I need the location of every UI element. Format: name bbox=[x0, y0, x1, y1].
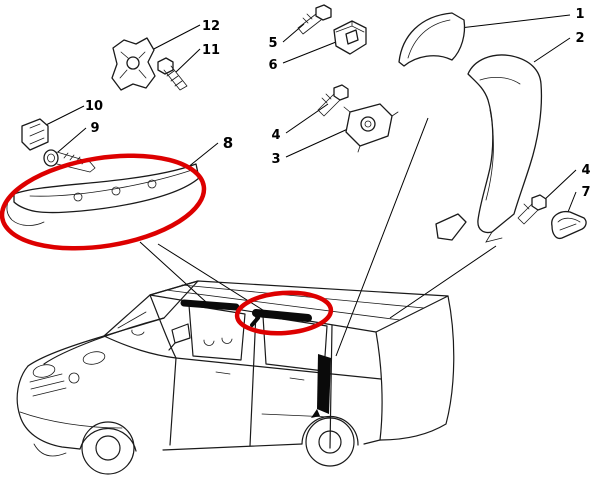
part-clipnut-3 bbox=[343, 103, 399, 153]
callout-9: 9 bbox=[90, 121, 99, 136]
van-drawing bbox=[16, 280, 455, 475]
highlight-part-8 bbox=[0, 153, 207, 251]
highlight-roof-trim bbox=[234, 290, 334, 336]
callout-12: 12 bbox=[202, 19, 220, 34]
part-screw-9 bbox=[43, 149, 96, 173]
callout-7: 7 bbox=[581, 185, 590, 200]
part-bolt-4-right bbox=[517, 194, 547, 225]
part-clip-10 bbox=[21, 118, 49, 151]
highlight-ellipses bbox=[0, 153, 334, 336]
callout-6: 6 bbox=[268, 58, 277, 73]
part-bolt-11 bbox=[157, 57, 188, 91]
callout-1: 1 bbox=[575, 7, 584, 22]
leader-lines bbox=[41, 14, 577, 357]
van-roof-trim-marks bbox=[180, 299, 331, 418]
part-corner-cap-1 bbox=[398, 12, 466, 67]
part-bolt-4-left bbox=[317, 84, 349, 117]
callout-10: 10 bbox=[85, 99, 103, 114]
callout-4-right: 4 bbox=[581, 163, 590, 178]
callout-11: 11 bbox=[202, 43, 220, 58]
callout-5: 5 bbox=[268, 36, 277, 51]
part-pillar-trim-2 bbox=[435, 54, 543, 243]
part-roof-trim-8 bbox=[6, 163, 200, 226]
callout-3: 3 bbox=[271, 152, 280, 167]
part-bolt-5 bbox=[297, 4, 332, 35]
part-retainer-6 bbox=[333, 20, 367, 55]
callout-labels: 12 11 10 9 8 5 6 4 3 1 2 4 7 bbox=[85, 7, 591, 200]
callout-2: 2 bbox=[575, 31, 584, 46]
part-spring-clip-7 bbox=[551, 210, 587, 240]
callout-4-left: 4 bbox=[271, 128, 280, 143]
callout-8: 8 bbox=[223, 134, 233, 152]
part-bracket-plate-12 bbox=[111, 37, 156, 91]
